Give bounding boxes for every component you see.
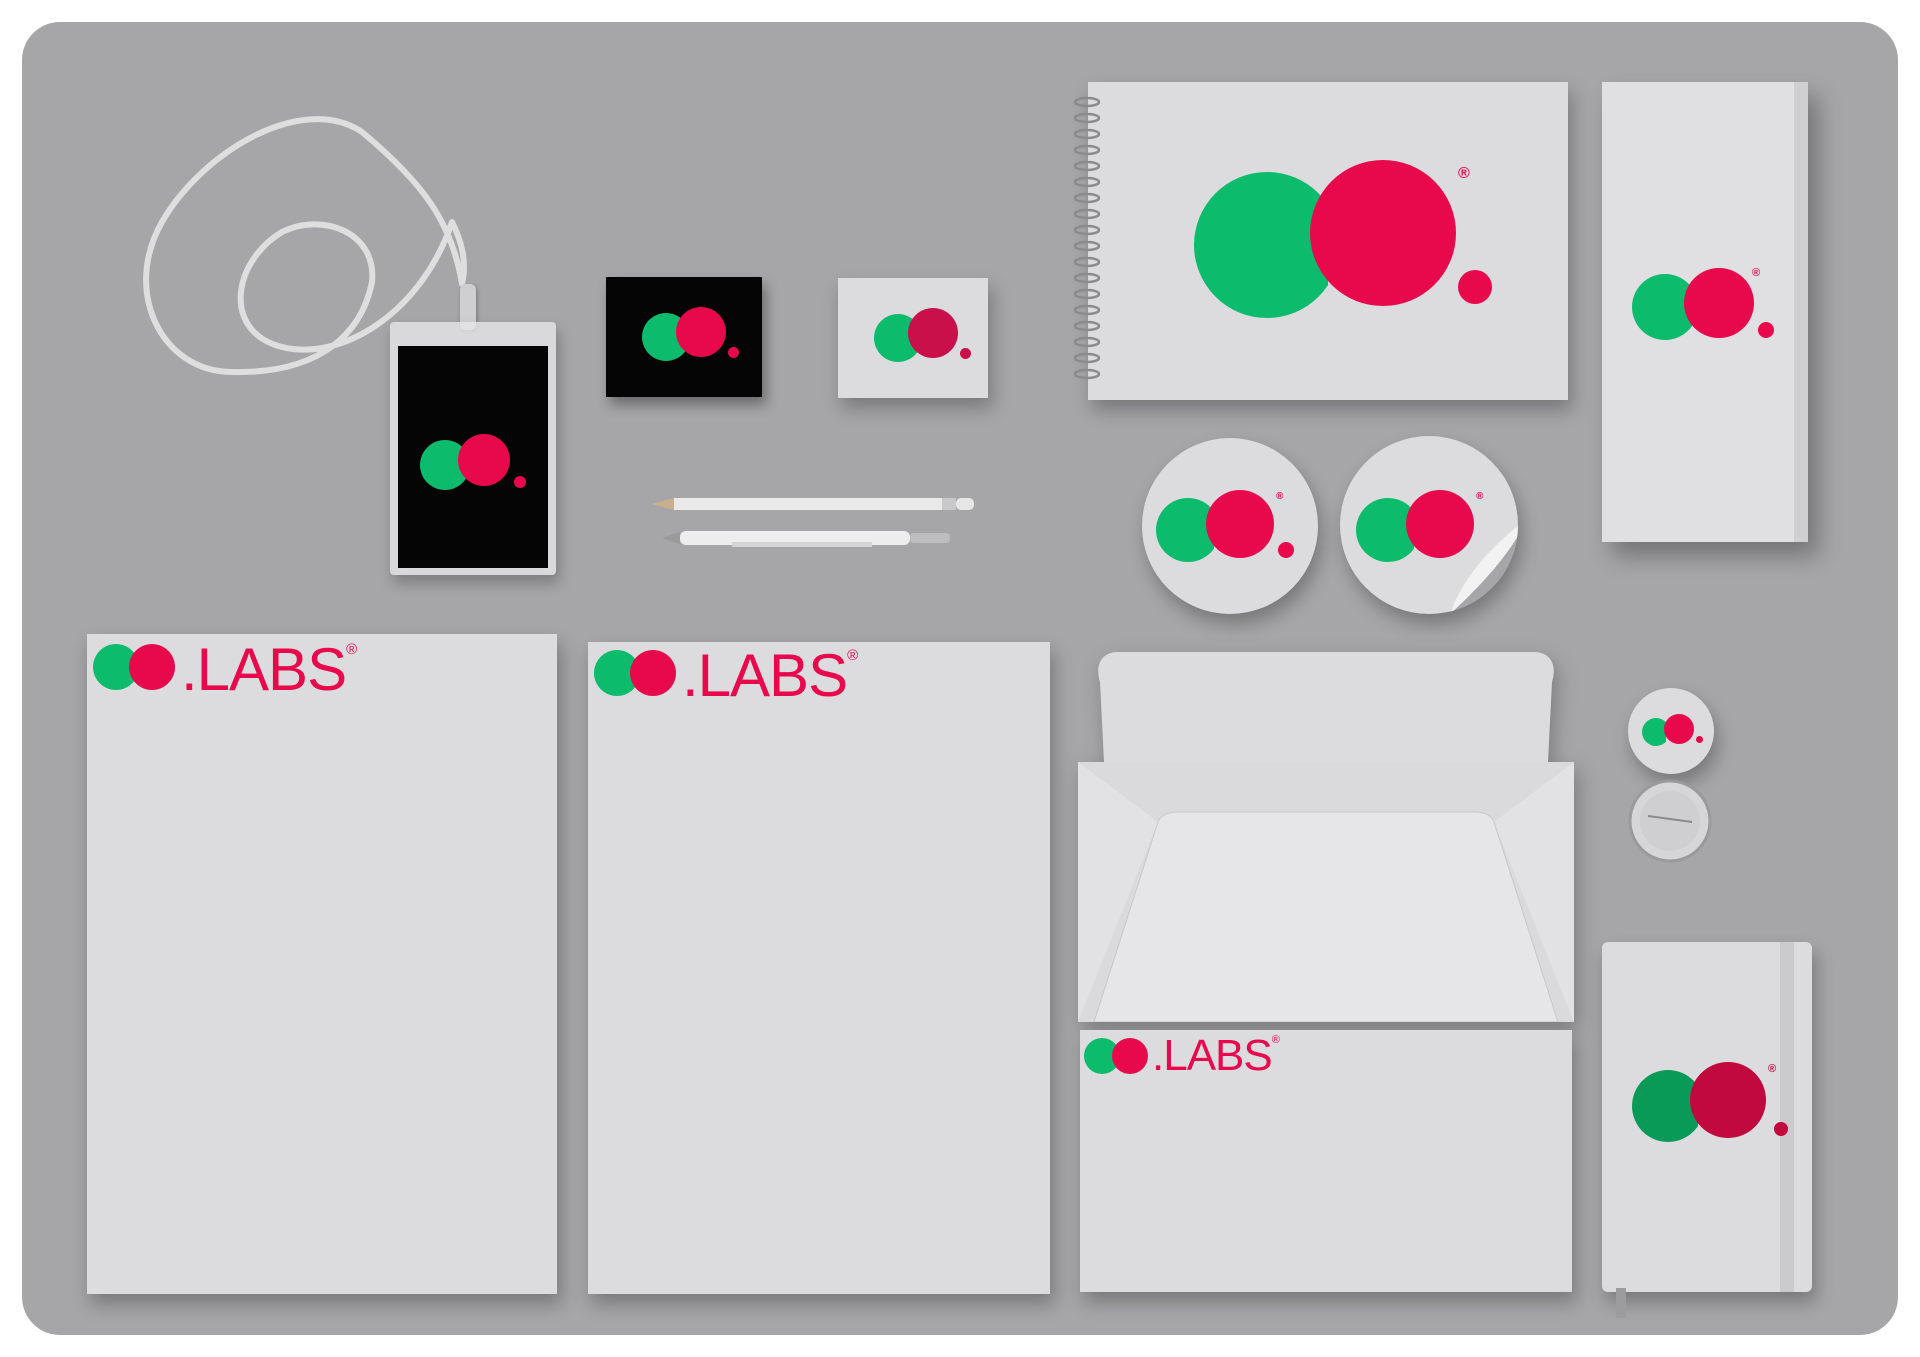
letterhead-left: .LABS® bbox=[87, 634, 557, 1294]
lanyard-clip bbox=[460, 284, 476, 330]
brand-logo bbox=[642, 307, 742, 367]
brand-logo: ® bbox=[1632, 268, 1782, 348]
lanyard-icon bbox=[143, 116, 467, 376]
white-business-card bbox=[838, 278, 988, 398]
brand-logo bbox=[1084, 1034, 1164, 1074]
elastic-band bbox=[1780, 942, 1794, 1292]
id-badge bbox=[390, 322, 556, 575]
sticker-curl-icon bbox=[1450, 526, 1518, 614]
id-badge-card bbox=[398, 346, 548, 568]
brand-wordmark: .LABS® bbox=[1152, 1031, 1280, 1080]
brand-logo: ® bbox=[1156, 490, 1306, 566]
brand-logo: ® bbox=[1194, 160, 1514, 330]
brand-logo bbox=[594, 646, 694, 698]
letterhead-right: .LABS® bbox=[588, 642, 1050, 1294]
brand-wordmark: .LABS® bbox=[181, 636, 357, 703]
pen-icon bbox=[662, 531, 950, 547]
spiral-binding-icon bbox=[1073, 96, 1101, 380]
round-sticker-peeling: ® bbox=[1340, 436, 1518, 614]
mockup-board: ® ® ® ® bbox=[22, 22, 1898, 1335]
brand-logo bbox=[874, 308, 974, 368]
folded-brochure: ® bbox=[1602, 82, 1808, 542]
black-business-card bbox=[606, 277, 762, 397]
bookmark-ribbon bbox=[1616, 1288, 1626, 1318]
hardcover-notebook: ® bbox=[1602, 942, 1812, 1318]
brand-logo: ® bbox=[1356, 490, 1506, 566]
brand-logo bbox=[1642, 714, 1706, 750]
envelope-open bbox=[1078, 652, 1574, 1022]
pencil-icon bbox=[652, 498, 974, 510]
brand-logo: ® bbox=[1632, 1062, 1792, 1152]
pin-back-icon bbox=[1628, 779, 1712, 863]
brand-logo bbox=[420, 434, 530, 494]
envelope-front: .LABS® bbox=[1080, 1030, 1572, 1292]
brand-logo bbox=[93, 640, 193, 692]
spiral-notebook: ® bbox=[1073, 82, 1568, 400]
round-sticker: ® bbox=[1142, 438, 1318, 614]
pin-button bbox=[1628, 688, 1714, 774]
brand-wordmark: .LABS® bbox=[682, 642, 858, 709]
